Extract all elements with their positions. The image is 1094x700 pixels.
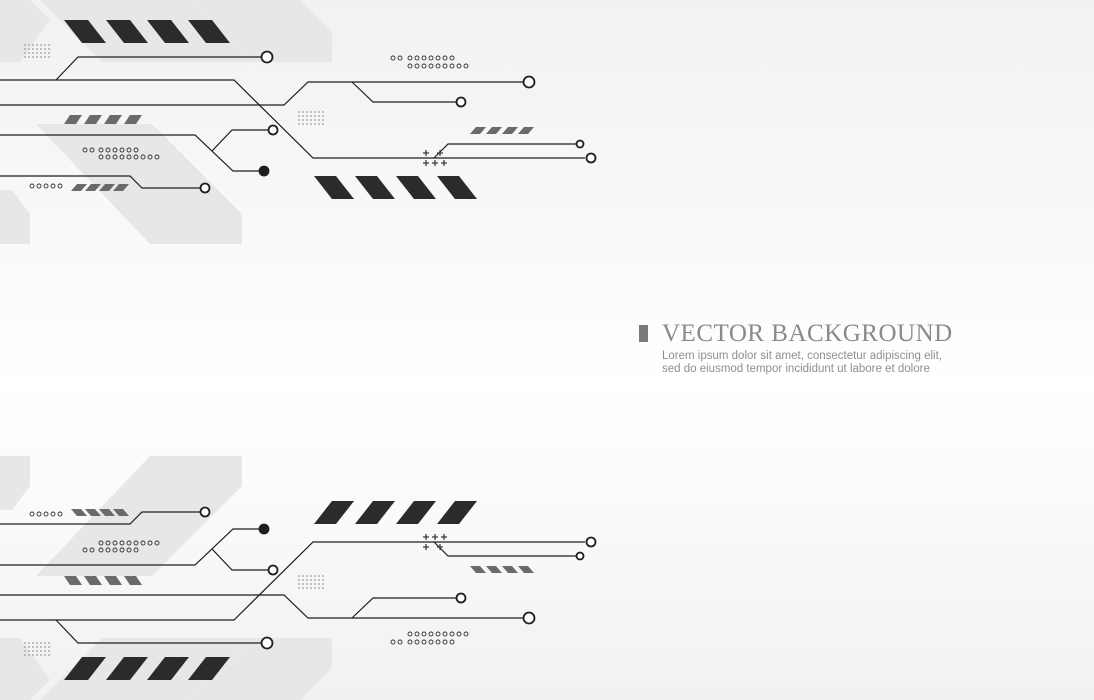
accent-bar (639, 325, 648, 342)
body-text-line: Lorem ipsum dolor sit amet, consectetur … (662, 350, 942, 362)
small-dot-rows (29, 55, 469, 189)
circuit-traces (0, 56, 585, 189)
dot-grid (298, 111, 324, 125)
page-title: VECTOR BACKGROUND (662, 320, 953, 347)
dot-grid (24, 44, 50, 58)
circuit-nodes (199, 50, 597, 194)
circuit-cluster-bottom (0, 455, 597, 700)
body-text-line: sed do eiusmod tempor incididunt ut labo… (662, 363, 930, 375)
plus-marks (423, 150, 447, 166)
light-bands (0, 0, 332, 244)
stripe-group-mid (64, 115, 534, 191)
stripe-group-dark (64, 20, 477, 199)
circuit-cluster-top (0, 0, 597, 244)
